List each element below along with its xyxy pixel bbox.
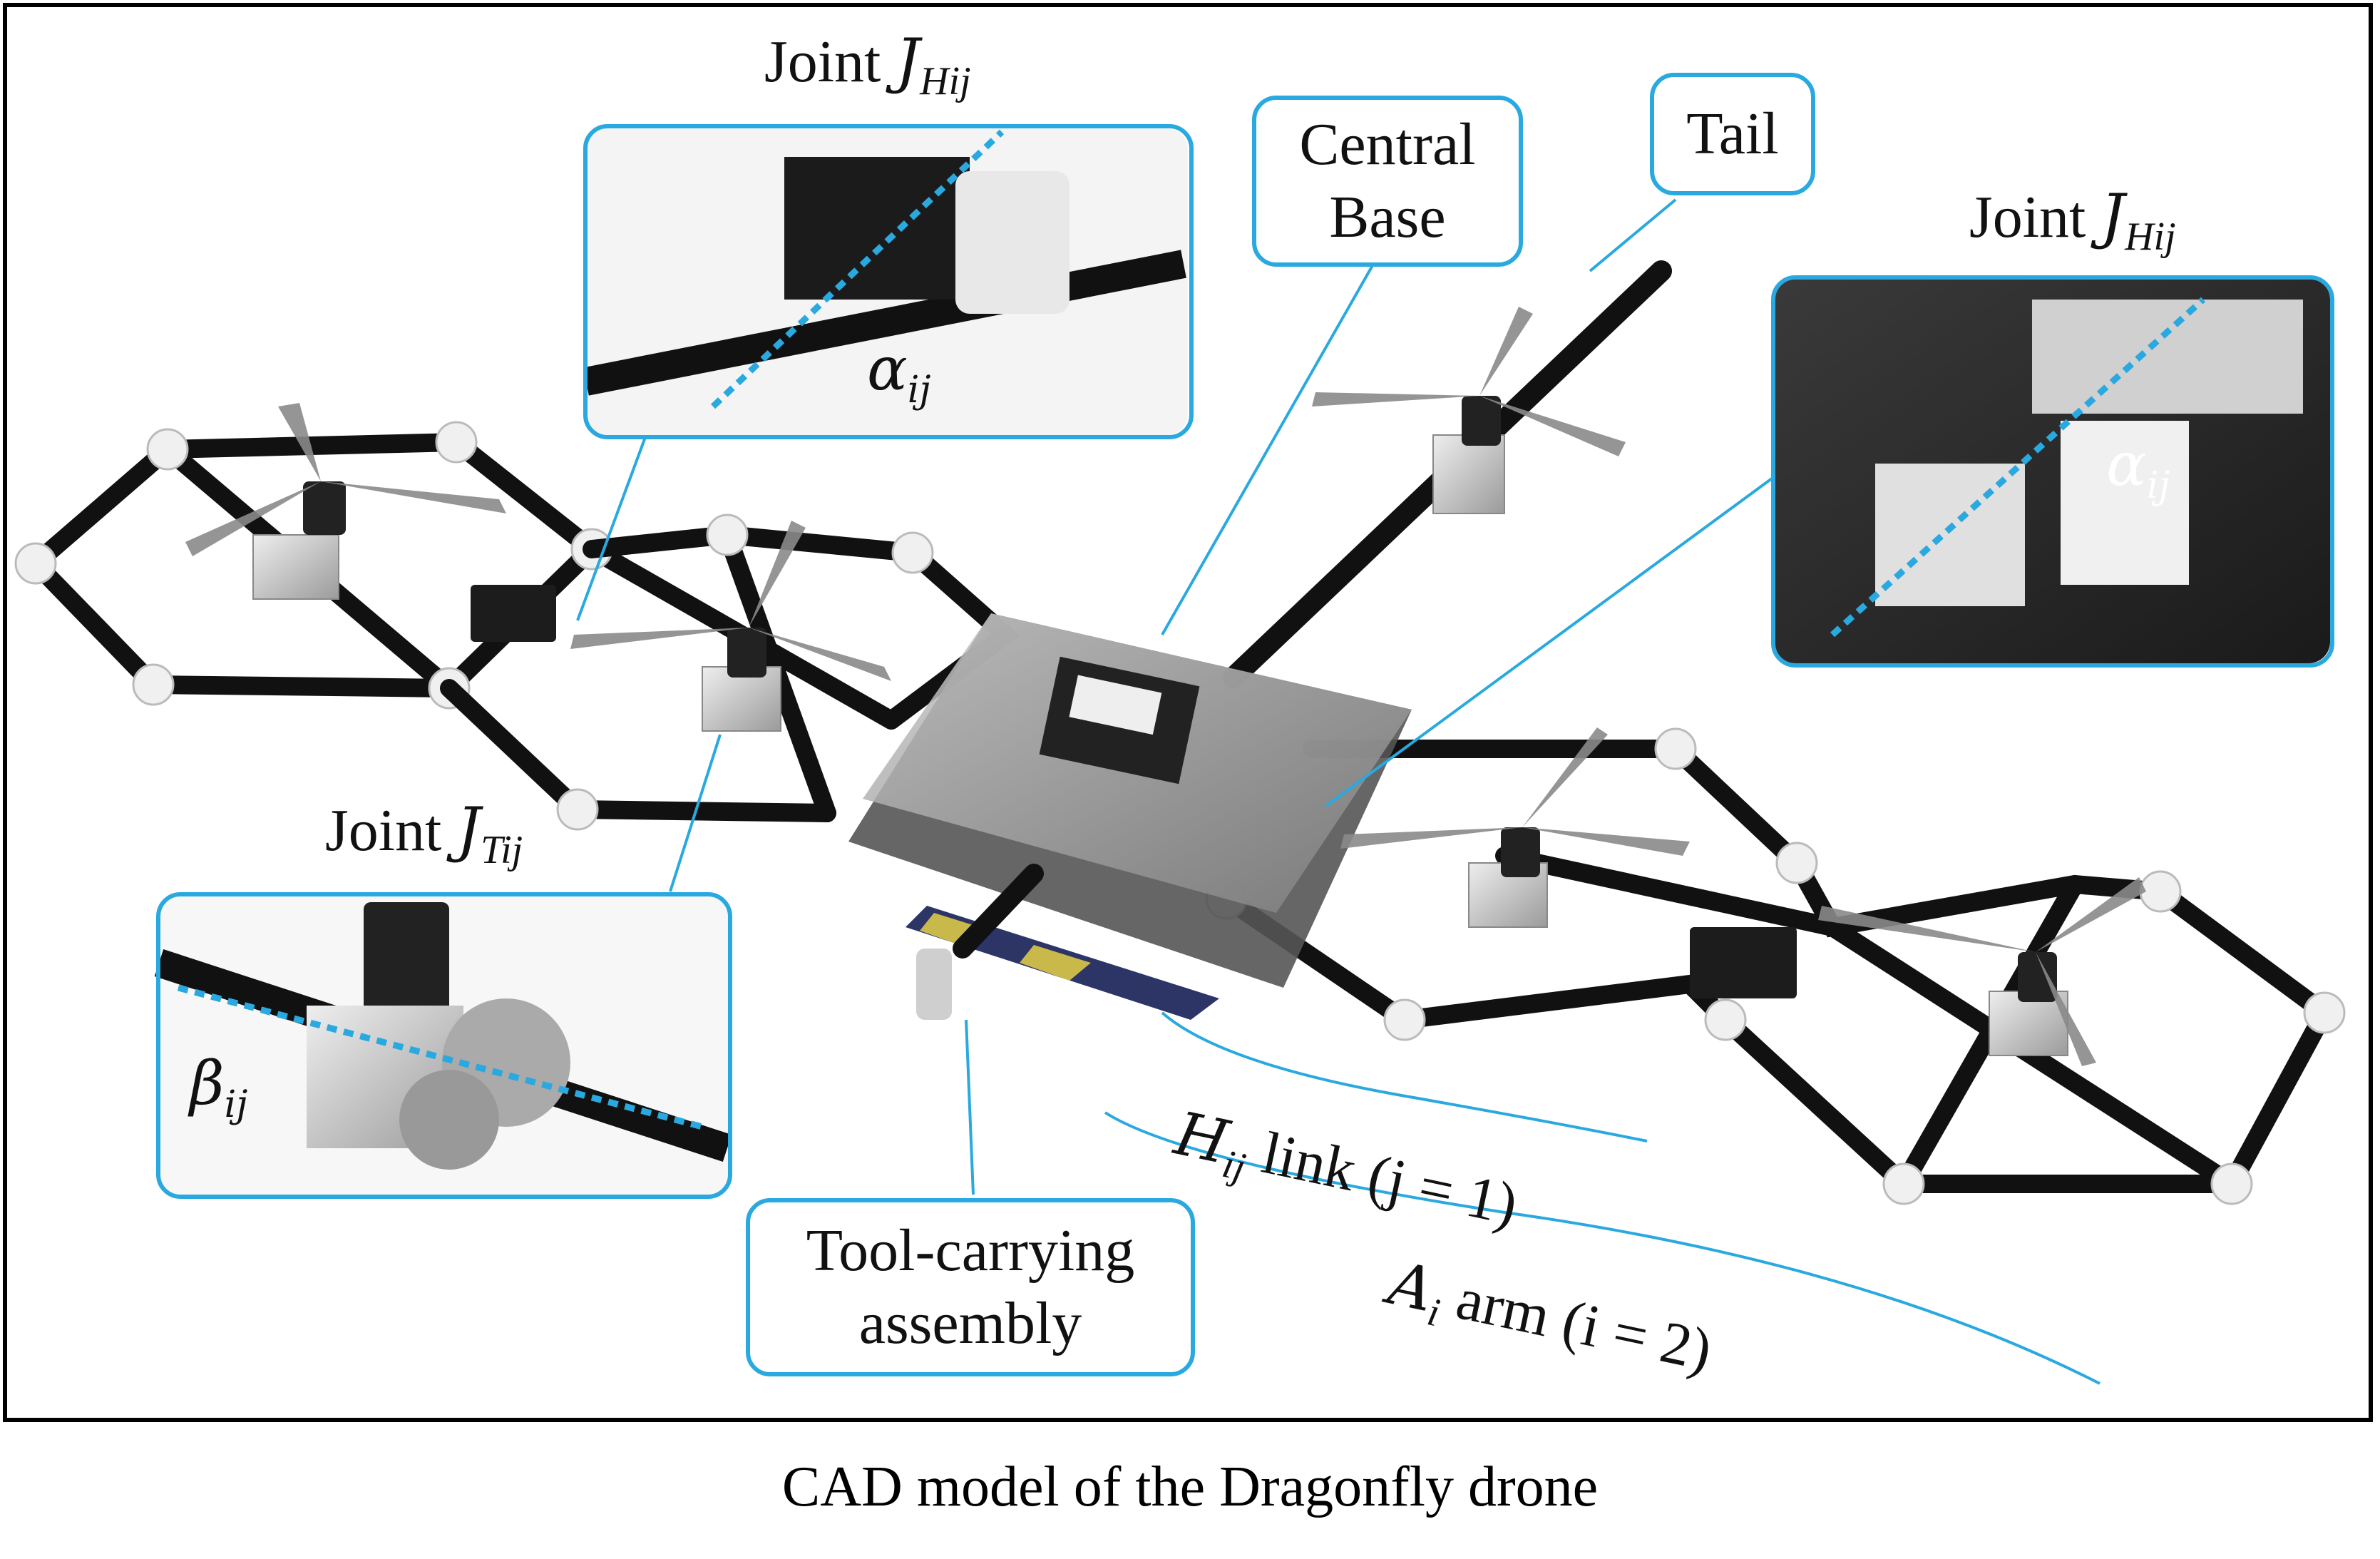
tool-assembly-callout: Tool-carrying assembly <box>746 1198 1195 1376</box>
drone-cad-render <box>14 128 2346 1385</box>
propellers <box>185 307 2146 1066</box>
central-base-line-2: Base <box>1329 184 1446 250</box>
tool-assembly-line-2: assembly <box>858 1290 1082 1356</box>
tool-carrying-assembly <box>916 864 1044 1020</box>
inset-joint-h-left <box>583 124 1194 439</box>
joint-t-label: Joint JTij <box>325 794 523 872</box>
figure-caption: CAD model of the Dragonfly drone <box>781 1456 1599 1518</box>
motors <box>303 396 2057 1002</box>
central-base-callout: Central Base <box>1252 96 1523 267</box>
joint-blocks <box>471 585 1797 998</box>
alpha-right-label: αij <box>2106 429 2170 507</box>
tool-assembly-line-1: Tool-carrying <box>806 1217 1135 1284</box>
tail-label: Tail <box>1686 100 1779 167</box>
motor-mounts <box>252 434 2068 1056</box>
beta-label: βij <box>190 1048 248 1126</box>
joint-h-right-label: Joint JHij <box>1969 181 2176 259</box>
a-arm-brace <box>1104 1111 2101 1385</box>
leader-lines <box>576 198 2101 1385</box>
inset-joint-t <box>156 892 732 1199</box>
inset-joint-t-image <box>154 895 732 1195</box>
central-base <box>848 613 1412 1020</box>
joint-h-left-label: Joint JHij <box>764 26 971 103</box>
figure-frame: Central Base Tail Tool-carrying assembly… <box>3 3 2373 1422</box>
inset-joint-h-left-image <box>583 128 1188 435</box>
h-link-brace <box>1161 1011 1648 1143</box>
alpha-left-label: αij <box>867 334 931 412</box>
inset-joint-h-right <box>1771 275 2334 668</box>
central-base-line-1: Central <box>1299 111 1476 178</box>
tail-callout: Tail <box>1650 73 1815 195</box>
inset-joint-h-right-image <box>1774 278 2330 663</box>
